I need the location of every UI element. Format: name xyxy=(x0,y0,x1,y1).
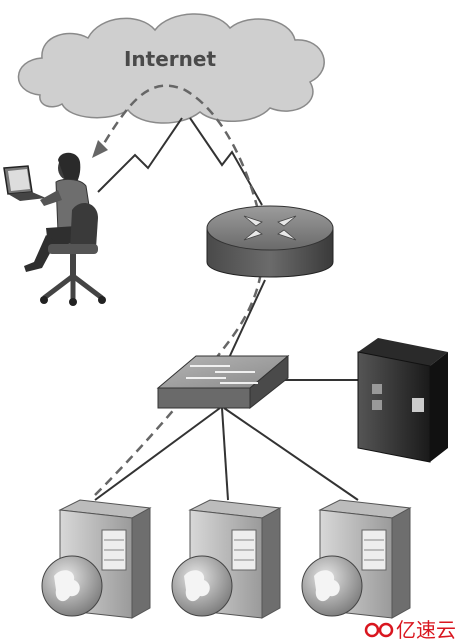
link-switch-web2 xyxy=(221,407,229,501)
watermark-logo-icon xyxy=(364,622,394,638)
network-switch xyxy=(156,354,290,410)
link-switch-web3 xyxy=(223,407,359,501)
link-cloud-user xyxy=(97,117,183,193)
traffic-path xyxy=(92,84,265,496)
internet-cloud: Internet xyxy=(17,13,325,124)
web-server xyxy=(41,499,152,619)
link-switch-web1 xyxy=(94,407,221,501)
watermark: 亿速云 xyxy=(364,618,456,642)
watermark-text: 亿速云 xyxy=(396,618,456,642)
cloud-label: Internet xyxy=(124,47,216,71)
tower-server xyxy=(357,338,448,463)
router xyxy=(206,205,334,278)
network-links xyxy=(94,117,360,501)
web-server xyxy=(301,499,412,619)
web-server xyxy=(171,499,282,619)
user-at-laptop xyxy=(3,152,106,306)
link-router-switch xyxy=(227,279,266,361)
